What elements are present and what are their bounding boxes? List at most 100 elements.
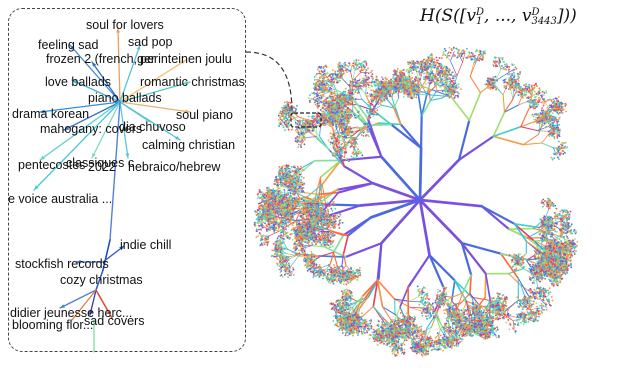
- leaf-dot: [332, 202, 335, 204]
- leaf-dot: [367, 116, 370, 119]
- zoom-edge: [117, 27, 121, 103]
- leaf-dot: [428, 79, 431, 82]
- zoom-edge: [63, 101, 121, 131]
- leaf-dot: [339, 74, 342, 77]
- leaf-dot: [349, 81, 352, 84]
- leaf-dot: [383, 84, 386, 86]
- leaf-dot: [367, 86, 370, 89]
- leaf-dot: [327, 210, 330, 213]
- leaf-dot: [448, 96, 451, 99]
- leaf-dot: [353, 67, 356, 69]
- leaf-dot: [321, 87, 324, 90]
- leaf-dot: [415, 69, 418, 72]
- leaf-dot: [444, 70, 446, 72]
- leaf-dot: [324, 88, 327, 90]
- leaf-dot: [333, 147, 336, 149]
- leaf-dot: [358, 85, 361, 88]
- leaf-dot: [340, 158, 343, 160]
- leaf-dot: [413, 62, 416, 64]
- leaf-dot: [370, 98, 373, 101]
- tree-edge: [506, 69, 514, 75]
- tree-edge: [315, 176, 321, 195]
- leaf-dot: [369, 102, 372, 105]
- zoom-edge: [39, 101, 121, 113]
- leaf-dot: [356, 150, 359, 153]
- tree-edge: [480, 205, 511, 231]
- tree-edge: [484, 272, 492, 302]
- leaf-dot: [357, 59, 360, 62]
- zoom-edge-arrowhead: [116, 28, 121, 33]
- leaf-dot: [332, 154, 335, 157]
- leaf-dot: [374, 101, 377, 103]
- leaf-dot: [336, 137, 339, 139]
- leaf-dot: [331, 101, 333, 104]
- leaf-dot: [307, 97, 310, 100]
- leaf-dot: [317, 83, 320, 86]
- leaf-dot: [423, 72, 425, 75]
- leaf-dot: [331, 133, 334, 136]
- tree-edge: [457, 119, 471, 161]
- tree-edge: [343, 165, 374, 185]
- leaf-dot: [412, 61, 414, 64]
- leaf-dot: [448, 77, 451, 80]
- tree-edge: [302, 160, 316, 172]
- leaf-dot: [451, 77, 454, 80]
- leaf-dot: [398, 75, 401, 78]
- leaf-dot: [410, 66, 412, 69]
- leaf-dot: [338, 100, 340, 103]
- leaf-dot: [379, 91, 381, 94]
- leaf-dot: [425, 78, 427, 80]
- tree-edge: [503, 98, 514, 113]
- leaf-dot: [334, 94, 337, 97]
- tree-edge: [492, 125, 522, 138]
- zoom-edge: [109, 101, 121, 241]
- tree-edge: [510, 89, 514, 100]
- leaf-dot: [341, 104, 344, 106]
- leaf-dot: [338, 79, 341, 82]
- leaf-dot: [344, 61, 346, 64]
- leaf-dot: [384, 94, 386, 97]
- leaf-dot: [332, 133, 335, 136]
- leaf-dot: [378, 89, 381, 91]
- leaf-dot: [423, 58, 425, 61]
- leaf-dot: [452, 75, 455, 78]
- zoom-edge: [119, 101, 129, 159]
- leaf-dot: [356, 92, 359, 94]
- leaf-dot: [347, 130, 350, 133]
- leaf-dot: [444, 86, 447, 89]
- leaf-dot: [444, 74, 447, 77]
- leaf-dot: [350, 127, 352, 130]
- tree-edge: [541, 134, 549, 144]
- leaf-dot: [355, 59, 358, 61]
- leaf-dot: [423, 76, 426, 79]
- leaf-dot: [347, 159, 350, 162]
- leaf-dot: [391, 79, 394, 82]
- leaf-dot: [423, 78, 425, 81]
- leaf-dot: [354, 78, 357, 81]
- leaf-dot: [374, 93, 377, 95]
- zoom-edge: [71, 79, 121, 103]
- leaf-dot: [327, 75, 330, 78]
- zoom-edge-arrowhead: [136, 45, 141, 50]
- leaf-dot: [372, 89, 375, 92]
- leaf-dot: [353, 136, 356, 139]
- leaf-dot: [441, 75, 444, 78]
- leaf-dot: [402, 73, 405, 75]
- leaf-dot: [352, 62, 355, 65]
- leaf-dot: [433, 58, 436, 61]
- leaf-dot: [387, 85, 390, 88]
- tree-edge: [428, 254, 456, 282]
- leaf-dot: [334, 77, 337, 80]
- leaf-dot: [350, 134, 352, 137]
- leaf-dot: [373, 90, 376, 93]
- leaf-dot: [331, 69, 334, 72]
- tree-edge: [544, 239, 548, 252]
- tree-edge: [291, 170, 303, 173]
- leaf-dot: [446, 80, 449, 82]
- leaf-dot: [426, 61, 429, 64]
- leaf-dot: [424, 63, 427, 66]
- leaf-dot: [340, 65, 343, 68]
- tree-edge: [522, 133, 540, 146]
- leaf-dot: [410, 64, 413, 67]
- leaf-dot: [442, 67, 444, 70]
